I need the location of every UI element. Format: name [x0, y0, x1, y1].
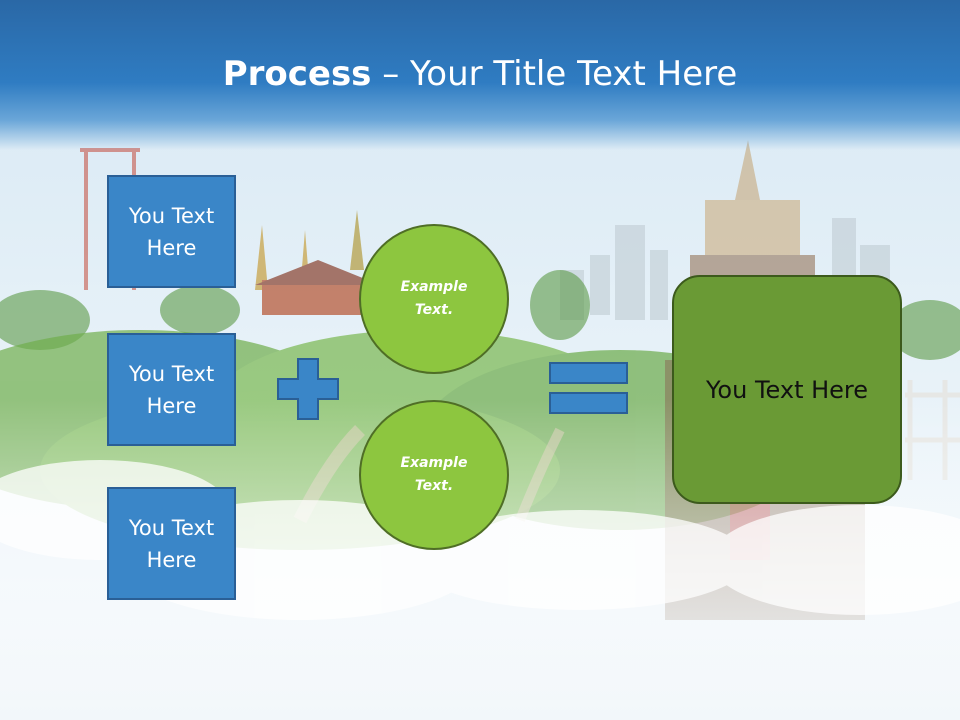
text-box-1-label: You Text Here	[128, 203, 215, 260]
title-rest: – Your Title Text Here	[371, 54, 738, 94]
text-box-3[interactable]: You Text Here	[107, 487, 236, 600]
example-circle-2[interactable]: Example Text.	[359, 400, 509, 550]
page-title: Process – Your Title Text Here	[0, 52, 960, 96]
header-bar	[0, 0, 960, 150]
equals-icon	[549, 362, 628, 414]
example-circle-1[interactable]: Example Text.	[359, 224, 509, 374]
text-box-2-label: You Text Here	[128, 361, 215, 418]
example-circle-2-label: Example Text.	[400, 455, 468, 494]
text-box-1[interactable]: You Text Here	[107, 175, 236, 288]
plus-icon	[277, 358, 339, 420]
example-circle-1-label: Example Text.	[400, 279, 468, 318]
text-box-2[interactable]: You Text Here	[107, 333, 236, 446]
result-box-label: You Text Here	[705, 375, 869, 404]
title-bold: Process	[222, 54, 372, 94]
text-box-3-label: You Text Here	[128, 515, 215, 572]
result-box[interactable]: You Text Here	[672, 275, 902, 504]
